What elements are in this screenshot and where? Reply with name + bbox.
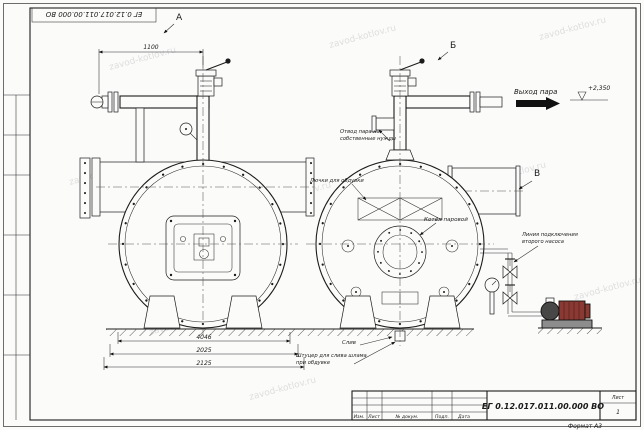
drain-label: Слив — [342, 340, 356, 346]
blowoff-hatches — [357, 197, 443, 221]
title-col-podp: Подп. — [435, 414, 449, 420]
watermark-text: zavod-kotlov.ru — [538, 15, 607, 42]
boiler-front-view-a — [79, 56, 315, 336]
support-saddle — [143, 295, 181, 329]
title-sheet-value: 1 — [616, 409, 620, 416]
sheet-frame: ЕГ 0.12.017.011.00.000 ВО — [3, 3, 641, 427]
format-label: Формат А3 — [568, 423, 602, 430]
valve-lever-weight-icon — [225, 58, 231, 64]
feed-pump — [540, 297, 593, 329]
valve-lever-weight-icon — [419, 58, 425, 64]
steam-own-needs-label: Отвод пара на — [340, 129, 380, 135]
boiler-label: Котёл паровой — [424, 217, 468, 223]
title-doc-number: ЕГ 0.12.017.011.00.000 ВО — [482, 402, 604, 411]
second-pump-line-label: Линия подключения — [521, 232, 578, 238]
support-saddle — [339, 295, 377, 329]
dimension-lines: 1100 4046 2025 2125 — [98, 44, 305, 370]
pressure-gauge-stand-icon — [484, 277, 500, 315]
title-col-list: Лист — [367, 414, 380, 420]
shutoff-valve-icon — [502, 258, 518, 279]
title-block: Изм. Лист № докум. Подп. Дата ЕГ 0.12.01… — [351, 390, 637, 430]
title-sheet-label: Лист — [611, 395, 624, 401]
view-label-b: Б — [450, 41, 456, 51]
shutoff-valve-icon — [502, 284, 518, 305]
left-margin-boxes — [3, 94, 30, 420]
support-saddle — [225, 295, 263, 329]
watermark-text: zavod-kotlov.ru — [328, 23, 397, 50]
dim-width-2: 2125 — [196, 360, 211, 367]
title-col-doc: № докум. — [395, 414, 419, 420]
boiler-front-view-b — [306, 56, 524, 346]
pump-base — [541, 319, 593, 329]
view-label-a: А — [176, 13, 183, 23]
blowoff-hatches-label: Лючки для обдувки — [309, 178, 364, 184]
support-saddle — [423, 295, 461, 329]
watermark-text: zavod-kotlov.ru — [248, 375, 317, 402]
level-mark-label: +2,350 — [588, 85, 610, 92]
ground-line — [106, 327, 602, 336]
burner-icon — [199, 249, 209, 259]
dim-inner-width: 4046 — [196, 334, 211, 341]
safety-valve-left — [195, 58, 231, 97]
sludge-drain-label: Штуцер для слива шлама — [296, 353, 367, 359]
safety-valve-right — [389, 58, 425, 97]
level-mark: +2,350 — [570, 85, 610, 101]
title-col-izm: Изм. — [354, 414, 365, 420]
watermark-text: zavod-kotlov.ru — [573, 275, 642, 302]
dim-width-1: 2025 — [196, 347, 211, 354]
dim-top-width: 1100 — [143, 44, 158, 51]
top-doc-number-block: ЕГ 0.12.017.011.00.000 ВО — [31, 7, 157, 23]
view-label-v: В — [534, 169, 540, 179]
feed-piping-and-pump — [480, 248, 593, 329]
doc-number-top: ЕГ 0.12.017.011.00.000 ВО — [45, 10, 142, 18]
second-pump-line-label: второго насоса — [522, 239, 564, 245]
steam-own-needs-label: собственные нужды — [340, 136, 396, 142]
annotations: Выход пара +2,350 Отвод пара на собствен… — [163, 13, 610, 366]
sludge-drain-label: при обдувке — [296, 360, 330, 366]
pump-motor — [558, 300, 586, 322]
pressure-gauge-left-icon — [179, 122, 198, 141]
flow-arrow-icon — [516, 97, 560, 110]
title-col-data: Дата — [457, 414, 470, 420]
steam-outlet-label: Выход пара — [514, 88, 557, 96]
